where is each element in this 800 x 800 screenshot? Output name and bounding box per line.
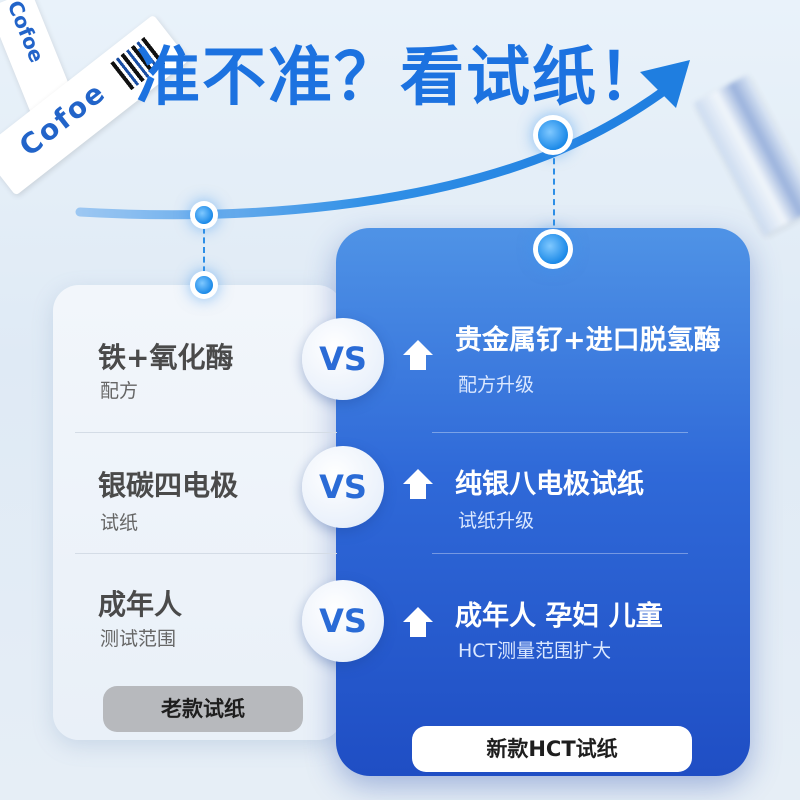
up-arrow-icon	[403, 340, 433, 370]
connector-dot	[195, 206, 213, 224]
old-feature-subtitle: 配方	[100, 380, 139, 402]
vs-badge: VS	[302, 318, 384, 400]
connector-line-new	[553, 148, 555, 246]
old-feature-title: 银碳四电极	[98, 469, 239, 502]
old-feature-subtitle: 测试范围	[100, 628, 177, 650]
row-divider	[75, 553, 337, 554]
row-divider	[432, 553, 688, 554]
row-divider	[432, 432, 688, 433]
headline: 准不准？看试纸！	[136, 41, 664, 115]
old-strip-card	[53, 285, 343, 740]
up-arrow-icon	[403, 607, 433, 637]
old-feature-subtitle: 试纸	[100, 512, 139, 534]
new-feature-subtitle: 试纸升级	[458, 510, 535, 532]
old-strip-label: 老款试纸	[103, 686, 303, 732]
new-feature-title: 纯银八电极试纸	[455, 469, 644, 500]
up-arrow-icon	[403, 469, 433, 499]
new-strip-card	[336, 228, 750, 776]
new-feature-subtitle: HCT测量范围扩大	[458, 640, 612, 662]
connector-dot	[538, 120, 568, 150]
connector-dot	[538, 234, 568, 264]
old-feature-title: 成年人	[98, 588, 183, 621]
connector-dot	[195, 276, 213, 294]
new-feature-subtitle: 配方升级	[458, 374, 535, 396]
vs-badge: VS	[302, 446, 384, 528]
row-divider	[75, 432, 337, 433]
new-feature-title: 成年人 孕妇 儿童	[455, 601, 663, 632]
old-feature-title: 铁+氧化酶	[98, 341, 234, 374]
new-feature-title: 贵金属钌+进口脱氢酶	[455, 325, 721, 356]
new-strip-label: 新款HCT试纸	[412, 726, 692, 772]
connector-line-old	[203, 218, 205, 282]
vs-badge: VS	[302, 580, 384, 662]
